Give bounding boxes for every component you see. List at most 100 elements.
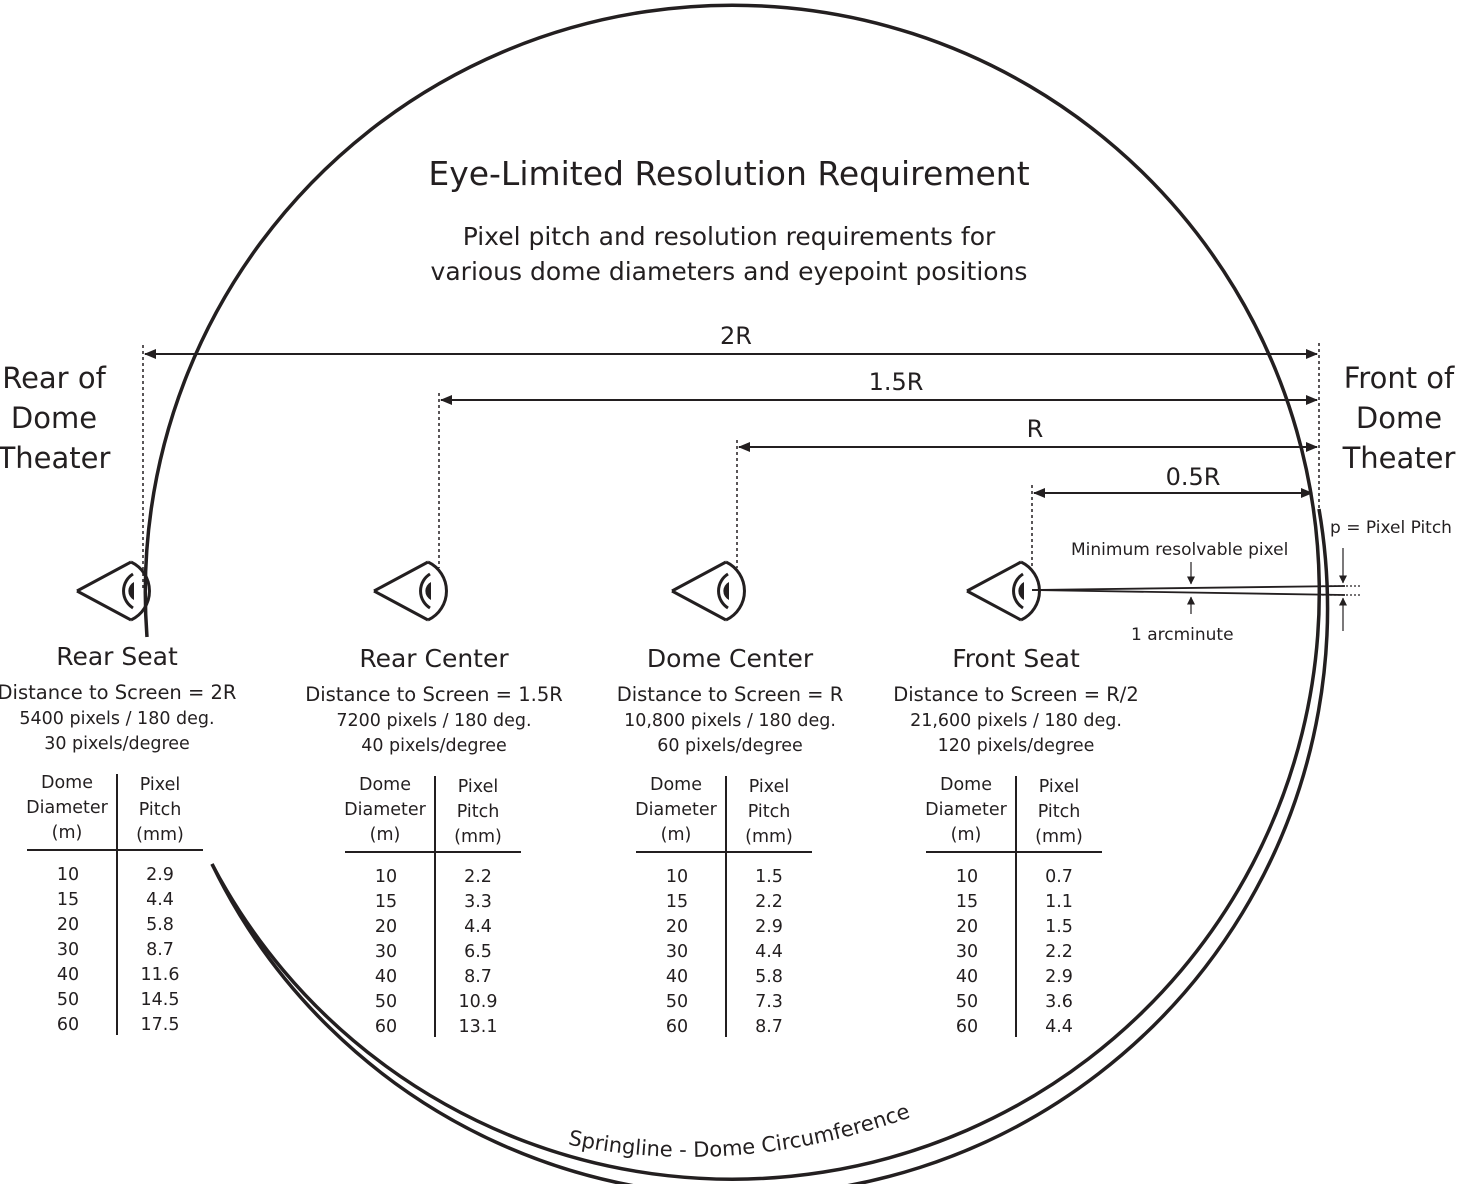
- seat-pixels: 5400 pixels / 180 deg.: [19, 709, 214, 729]
- table-cell-diameter: 40: [956, 967, 978, 987]
- svg-text:Front of: Front of: [1344, 361, 1455, 395]
- table-header-dome-diameter: Diameter: [925, 800, 1008, 820]
- svg-text:Theater: Theater: [0, 441, 110, 475]
- seat-pixels-per-degree: 120 pixels/degree: [938, 736, 1095, 756]
- table-cell-pitch: 2.9: [146, 865, 174, 885]
- table-header-dome-diameter: Dome: [359, 775, 411, 795]
- min-pixel-annotation: Minimum resolvable pixel 1 arcminute: [1071, 540, 1288, 645]
- rear-of-dome-label: Rear of Dome Theater: [0, 361, 110, 475]
- table-header-dome-diameter: (m): [52, 823, 83, 843]
- table-header-dome-diameter: Dome: [940, 775, 992, 795]
- table-cell-pitch: 4.4: [146, 890, 174, 910]
- table-header-pixel-pitch: (mm): [454, 827, 502, 847]
- dimension-2r-label: 2R: [720, 322, 752, 350]
- table-cell-diameter: 30: [956, 942, 978, 962]
- dome-circumference-lower: [210, 508, 1330, 1184]
- table-cell-diameter: 10: [956, 867, 978, 887]
- table-header-dome-diameter: Diameter: [635, 800, 718, 820]
- seat-name: Rear Seat: [56, 642, 178, 671]
- table-header-pixel-pitch: Pixel: [458, 777, 498, 797]
- eye-icon: [373, 560, 448, 622]
- min-pixel-label: Minimum resolvable pixel: [1071, 540, 1288, 560]
- dimension-r: R: [736, 415, 1318, 568]
- front-of-dome-label: Front of Dome Theater: [1342, 361, 1456, 475]
- seat-pixels: 21,600 pixels / 180 deg.: [910, 711, 1122, 731]
- dimension-1-5r-label: 1.5R: [869, 368, 924, 396]
- dimension-1-5r: 1.5R: [438, 368, 1318, 568]
- table-cell-pitch: 4.4: [1045, 1017, 1073, 1037]
- pixel-pitch-label: p = Pixel Pitch: [1330, 518, 1452, 538]
- seat-distance: Distance to Screen = R/2: [893, 683, 1139, 706]
- table-header-dome-diameter: Diameter: [344, 800, 427, 820]
- table-cell-diameter: 50: [57, 990, 79, 1010]
- svg-text:Dome: Dome: [11, 401, 97, 435]
- table-cell-pitch: 8.7: [464, 967, 492, 987]
- table-cell-diameter: 40: [57, 965, 79, 985]
- circumference-label: Springline - Dome Circumference: [567, 1099, 913, 1162]
- table-cell-pitch: 8.7: [146, 940, 174, 960]
- table-cell-pitch: 2.9: [755, 917, 783, 937]
- table-header-dome-diameter: (m): [370, 825, 401, 845]
- table-cell-diameter: 15: [375, 892, 397, 912]
- table-header-pixel-pitch: (mm): [136, 825, 184, 845]
- seat-name: Dome Center: [647, 644, 814, 673]
- eye-icon: [76, 560, 151, 622]
- table-cell-diameter: 15: [666, 892, 688, 912]
- table-header-pixel-pitch: Pixel: [1039, 777, 1079, 797]
- dimension-0-5r: 0.5R: [1031, 463, 1313, 568]
- table-cell-diameter: 15: [956, 892, 978, 912]
- table-header-pixel-pitch: Pitch: [1038, 802, 1081, 822]
- table-cell-pitch: 1.5: [755, 867, 783, 887]
- table-cell-pitch: 1.5: [1045, 917, 1073, 937]
- table-header-pixel-pitch: Pitch: [748, 802, 791, 822]
- table-header-pixel-pitch: (mm): [1035, 827, 1083, 847]
- seat-distance: Distance to Screen = 1.5R: [305, 683, 563, 706]
- table-cell-diameter: 60: [956, 1017, 978, 1037]
- table-cell-diameter: 60: [666, 1017, 688, 1037]
- table-cell-pitch: 2.9: [1045, 967, 1073, 987]
- table-header-dome-diameter: Diameter: [26, 798, 109, 818]
- table-header-pixel-pitch: (mm): [745, 827, 793, 847]
- table-cell-diameter: 60: [57, 1015, 79, 1035]
- table-cell-diameter: 10: [375, 867, 397, 887]
- table-cell-pitch: 13.1: [459, 1017, 498, 1037]
- arcminute-label: 1 arcminute: [1131, 625, 1234, 645]
- table-header-pixel-pitch: Pixel: [140, 775, 180, 795]
- table-cell-pitch: 6.5: [464, 942, 492, 962]
- table-cell-diameter: 40: [375, 967, 397, 987]
- subtitle-line-2: various dome diameters and eyepoint posi…: [431, 257, 1028, 286]
- dimension-2r: 2R: [142, 322, 1318, 590]
- table-cell-pitch: 4.4: [755, 942, 783, 962]
- table-cell-pitch: 11.6: [141, 965, 180, 985]
- eye-icon: [671, 560, 746, 622]
- table-cell-pitch: 5.8: [755, 967, 783, 987]
- table-cell-diameter: 20: [375, 917, 397, 937]
- pixel-pitch-annotation: p = Pixel Pitch: [1322, 518, 1452, 631]
- seat-pixels: 10,800 pixels / 180 deg.: [624, 711, 836, 731]
- seat-distance: Distance to Screen = R: [617, 683, 844, 706]
- table-cell-diameter: 20: [57, 915, 79, 935]
- table-cell-diameter: 10: [666, 867, 688, 887]
- eye-icon: [966, 560, 1041, 622]
- svg-text:Rear of: Rear of: [2, 361, 106, 395]
- table-cell-diameter: 50: [375, 992, 397, 1012]
- seat-pixels: 7200 pixels / 180 deg.: [336, 711, 531, 731]
- table-cell-pitch: 17.5: [141, 1015, 180, 1035]
- table-cell-diameter: 20: [666, 917, 688, 937]
- table-cell-diameter: 40: [666, 967, 688, 987]
- table-cell-pitch: 3.3: [464, 892, 492, 912]
- seat-distance: Distance to Screen = 2R: [0, 681, 236, 704]
- svg-text:Dome: Dome: [1356, 401, 1442, 435]
- table-cell-diameter: 10: [57, 865, 79, 885]
- table-cell-diameter: 15: [57, 890, 79, 910]
- table-header-dome-diameter: Dome: [41, 773, 93, 793]
- subtitle-line-1: Pixel pitch and resolution requirements …: [463, 222, 996, 251]
